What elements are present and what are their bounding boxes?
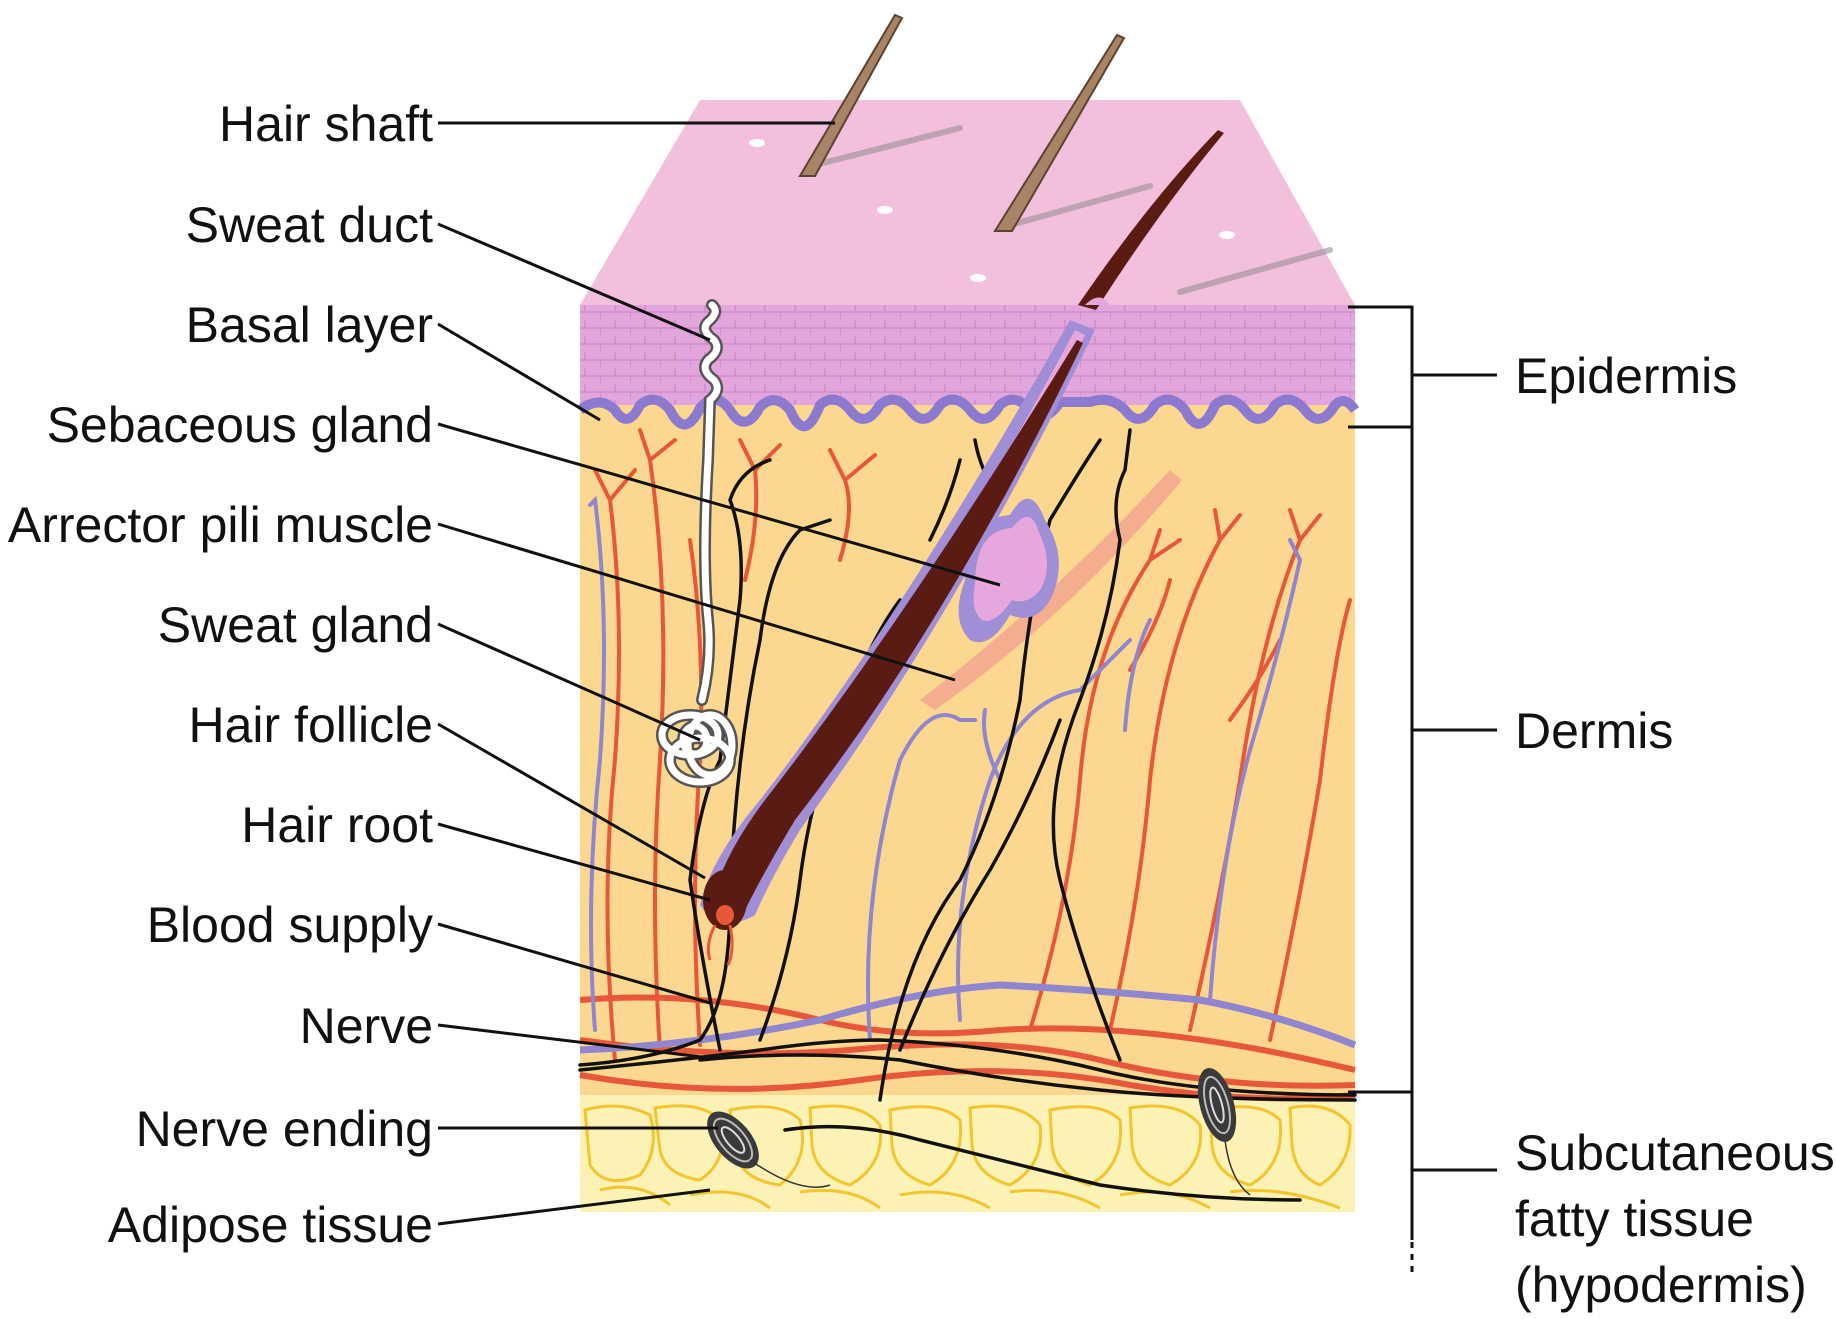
- label-hair-root: Hair root: [241, 797, 433, 853]
- label-blood-supply: Blood supply: [147, 897, 433, 953]
- label-hypodermis-line1: Subcutaneous: [1515, 1125, 1835, 1181]
- sweat-gland: [662, 715, 732, 782]
- label-dermis: Dermis: [1515, 703, 1673, 759]
- label-adipose-tissue: Adipose tissue: [108, 1197, 433, 1253]
- label-epidermis: Epidermis: [1515, 348, 1737, 404]
- label-sweat-gland: Sweat gland: [158, 597, 433, 653]
- label-hypodermis-line3: (hypodermis): [1515, 1257, 1807, 1313]
- hair-papilla: [716, 905, 734, 925]
- label-hypodermis-line2: fatty tissue: [1515, 1191, 1754, 1247]
- label-hair-shaft: Hair shaft: [219, 96, 433, 152]
- label-nerve-ending: Nerve ending: [136, 1101, 433, 1157]
- layer-bracket: [1348, 307, 1497, 1272]
- label-sebaceous-gland: Sebaceous gland: [47, 397, 433, 453]
- label-hair-follicle: Hair follicle: [188, 697, 433, 753]
- right-labels: Epidermis Dermis Subcutaneous fatty tiss…: [1515, 348, 1835, 1313]
- label-arrector-pili-muscle: Arrector pili muscle: [8, 497, 433, 553]
- epidermis-cells: [580, 305, 1355, 405]
- label-nerve: Nerve: [300, 998, 433, 1054]
- left-labels: Hair shaft Sweat duct Basal layer Sebace…: [8, 96, 433, 1253]
- label-sweat-duct: Sweat duct: [186, 197, 433, 253]
- label-basal-layer: Basal layer: [186, 297, 433, 353]
